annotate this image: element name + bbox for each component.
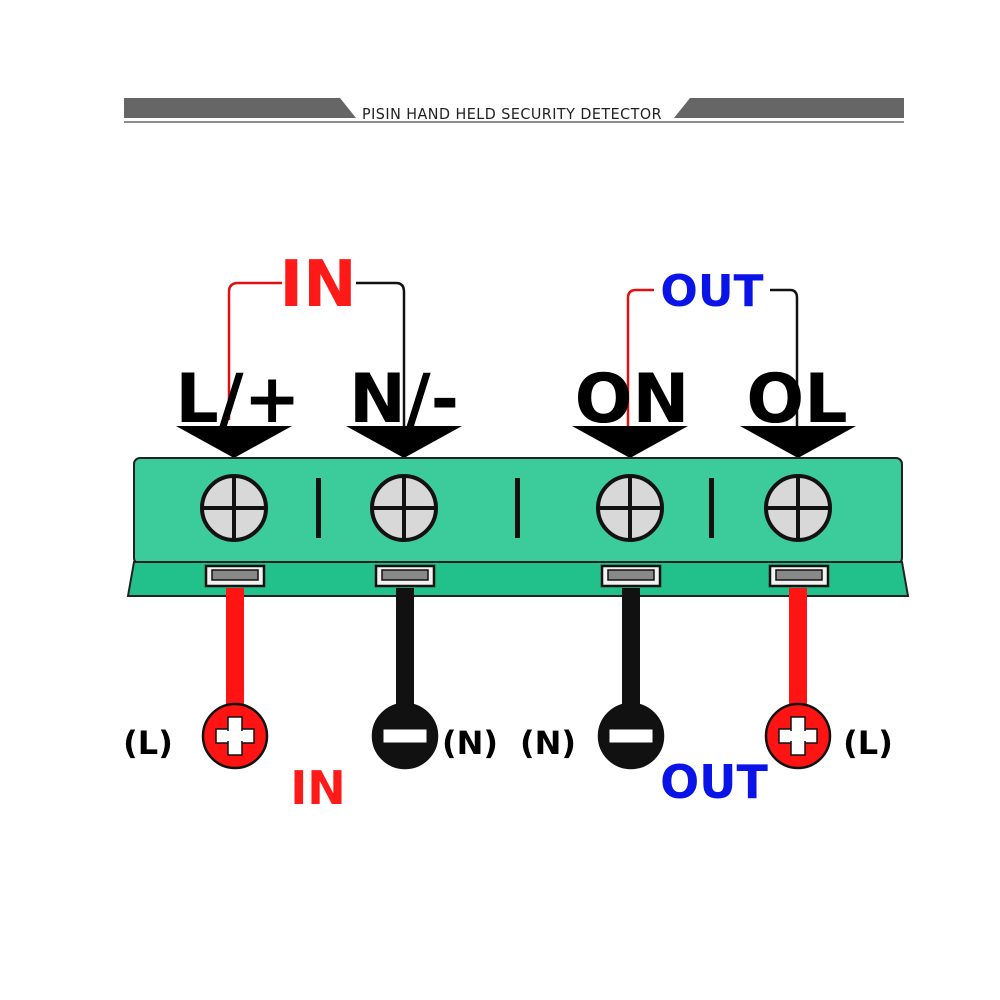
plus-icon bbox=[764, 702, 832, 770]
wire-slot bbox=[768, 564, 830, 588]
terminal-arrows bbox=[176, 426, 856, 458]
terminal-label-ol: OL bbox=[746, 360, 847, 439]
terminal-label-l-plus: L/+ bbox=[175, 360, 300, 439]
wire-slot bbox=[204, 564, 266, 588]
side-label-n-in: (N) bbox=[442, 724, 498, 762]
top-in-red-wire bbox=[227, 281, 282, 420]
side-label-l-out: (L) bbox=[843, 724, 893, 762]
arrow-down-icon bbox=[572, 426, 688, 458]
terminal-separator bbox=[709, 478, 714, 538]
arrow-down-icon bbox=[176, 426, 292, 458]
bottom-in-label: IN bbox=[290, 761, 346, 815]
bottom-out-label: OUT bbox=[660, 755, 768, 809]
banner-right-bar bbox=[674, 98, 904, 118]
minus-icon bbox=[371, 702, 439, 770]
terminal-separator bbox=[515, 478, 520, 538]
screw-icon[interactable] bbox=[370, 474, 438, 542]
banner-left-bar bbox=[124, 98, 356, 118]
wire-slot bbox=[600, 564, 662, 588]
lead-wire-l-out bbox=[789, 588, 807, 708]
minus-icon bbox=[597, 702, 665, 770]
terminal-label-n-minus: N/- bbox=[349, 360, 459, 439]
plus-icon bbox=[201, 702, 269, 770]
screw-icon[interactable] bbox=[200, 474, 268, 542]
screw-icon[interactable] bbox=[596, 474, 664, 542]
top-out-red-wire bbox=[626, 288, 654, 430]
side-label-n-out: (N) bbox=[520, 724, 576, 762]
lead-wire-n-in bbox=[396, 588, 414, 708]
terminal-label-on: ON bbox=[575, 360, 690, 439]
wire-slot bbox=[374, 564, 436, 588]
banner-title: PISIN HAND HELD SECURITY DETECTOR bbox=[362, 105, 662, 123]
lead-wire-l-in bbox=[226, 588, 244, 708]
arrow-down-icon bbox=[346, 426, 462, 458]
terminal-separator bbox=[316, 478, 321, 538]
banner: PISIN HAND HELD SECURITY DETECTOR bbox=[124, 98, 904, 123]
top-in-bracket: IN bbox=[227, 248, 406, 445]
side-labels: (L) (N) (N) (L) bbox=[123, 724, 893, 762]
arrow-down-icon bbox=[740, 426, 856, 458]
terminal-block bbox=[126, 457, 910, 597]
top-out-bracket: OUT bbox=[626, 266, 799, 440]
top-out-black-wire bbox=[770, 288, 799, 440]
top-in-black-wire bbox=[356, 281, 406, 445]
top-in-label: IN bbox=[279, 248, 356, 322]
terminal-block-base bbox=[126, 561, 910, 597]
side-label-l-in: (L) bbox=[123, 724, 173, 762]
top-out-label: OUT bbox=[660, 266, 763, 317]
terminal-labels: L/+ N/- ON OL bbox=[175, 360, 847, 439]
screw-icon[interactable] bbox=[764, 474, 832, 542]
lead-wires bbox=[226, 588, 807, 708]
lead-wire-n-out bbox=[622, 588, 640, 708]
